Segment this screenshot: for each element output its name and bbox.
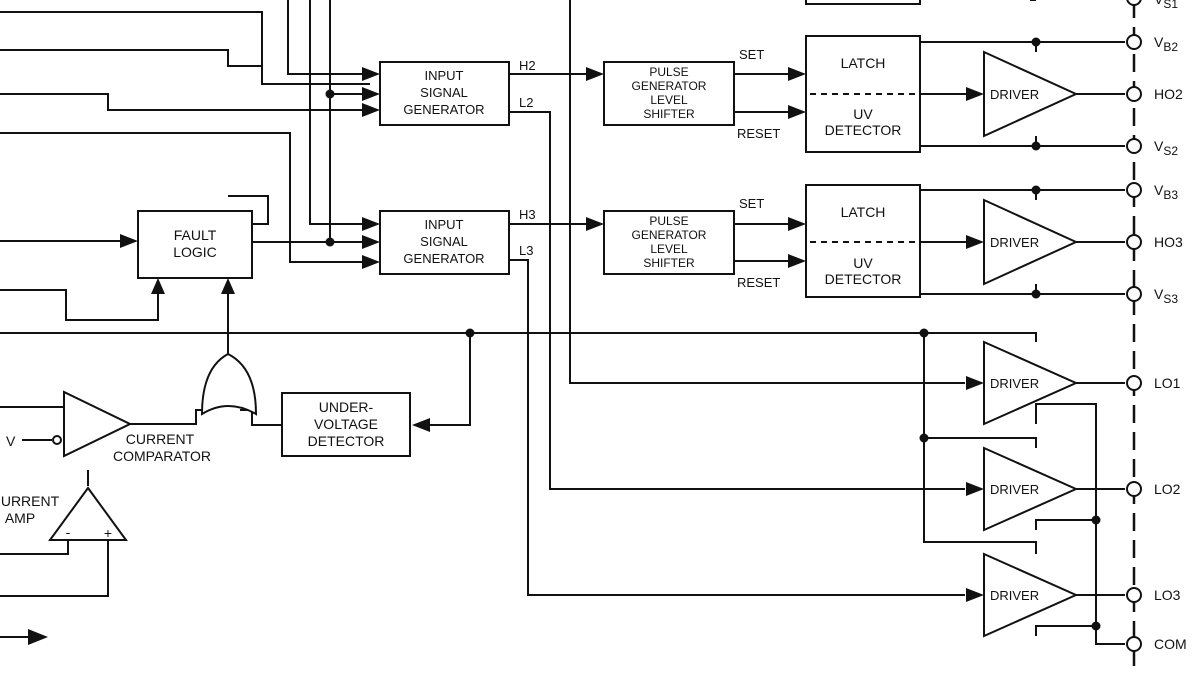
svg-text:LO2: LO2 xyxy=(1154,481,1181,497)
svg-text:H2: H2 xyxy=(519,58,536,73)
svg-text:UNDER-: UNDER- xyxy=(319,399,374,415)
svg-text:GENERATOR: GENERATOR xyxy=(632,79,707,93)
svg-text:DRIVER: DRIVER xyxy=(990,588,1039,603)
svg-text:VB2: VB2 xyxy=(1154,34,1178,54)
svg-text:PULSE: PULSE xyxy=(649,65,688,79)
svg-text:LEVEL: LEVEL xyxy=(650,93,688,107)
svg-text:L3: L3 xyxy=(519,243,533,258)
latch-uv-detector-2: LATCH UV DETECTOR xyxy=(805,35,921,153)
junction-dots xyxy=(325,37,1101,631)
pins: VS1 VB2 HO2 VS2 VB3 HO3 VS3 LO1 xyxy=(1126,0,1187,652)
svg-text:LEVEL: LEVEL xyxy=(650,242,688,256)
top-partial-box xyxy=(805,0,921,5)
svg-text:SIGNAL: SIGNAL xyxy=(420,85,468,100)
svg-text:UV: UV xyxy=(853,255,873,271)
svg-text:COMPARATOR: COMPARATOR xyxy=(113,448,211,464)
svg-text:SET: SET xyxy=(739,196,764,211)
svg-text:SIGNAL: SIGNAL xyxy=(420,234,468,249)
svg-text:GENERATOR: GENERATOR xyxy=(632,228,707,242)
svg-text:+: + xyxy=(104,525,112,541)
svg-text:LO1: LO1 xyxy=(1154,375,1181,391)
driver-ho2: DRIVER xyxy=(983,50,1079,138)
driver-lo1: DRIVER xyxy=(983,340,1079,426)
arrow-heads xyxy=(28,67,984,645)
svg-text:VB3: VB3 xyxy=(1154,182,1178,202)
svg-text:FAULT: FAULT xyxy=(174,227,217,243)
driver-lo2: DRIVER xyxy=(983,446,1079,532)
latch-uv-detector-3: LATCH UV DETECTOR xyxy=(805,184,921,298)
pin-ho3[interactable]: HO3 xyxy=(1126,234,1183,250)
pin-vs1[interactable]: VS1 xyxy=(1126,0,1178,11)
svg-text:LO3: LO3 xyxy=(1154,587,1181,603)
svg-text:DETECTOR: DETECTOR xyxy=(825,271,902,287)
svg-text:VS2: VS2 xyxy=(1154,138,1178,158)
signal-labels: H2 L2 H3 L3 SET RESET SET RESET xyxy=(519,47,780,290)
pin-lo3[interactable]: LO3 xyxy=(1126,587,1181,603)
svg-text:HO2: HO2 xyxy=(1154,86,1183,102)
fault-logic: FAULT LOGIC xyxy=(137,210,253,279)
pin-vb2[interactable]: VB2 xyxy=(1126,34,1178,54)
svg-text:LATCH: LATCH xyxy=(841,204,886,220)
driver-ho3: DRIVER xyxy=(983,198,1079,286)
pin-vs2[interactable]: VS2 xyxy=(1126,138,1178,158)
svg-text:URRENT: URRENT xyxy=(1,493,60,509)
pin-vb3[interactable]: VB3 xyxy=(1126,182,1178,202)
current-amp: URRENT AMP - + xyxy=(1,486,128,541)
svg-text:DRIVER: DRIVER xyxy=(990,482,1039,497)
driver-lo3: DRIVER xyxy=(983,552,1079,638)
current-comparator: V CURRENT COMPARATOR xyxy=(6,390,211,464)
svg-text:PULSE: PULSE xyxy=(649,214,688,228)
svg-text:GENERATOR: GENERATOR xyxy=(403,102,484,117)
svg-text:LATCH: LATCH xyxy=(841,55,886,71)
svg-text:DETECTOR: DETECTOR xyxy=(825,122,902,138)
svg-text:HO3: HO3 xyxy=(1154,234,1183,250)
svg-text:VS1: VS1 xyxy=(1154,0,1178,11)
svg-text:SHIFTER: SHIFTER xyxy=(643,107,695,121)
svg-text:-: - xyxy=(66,524,71,540)
pin-vs3[interactable]: VS3 xyxy=(1126,286,1178,306)
svg-text:AMP: AMP xyxy=(5,510,35,526)
svg-text:LOGIC: LOGIC xyxy=(173,244,217,260)
svg-text:SET: SET xyxy=(739,47,764,62)
pin-lo2[interactable]: LO2 xyxy=(1126,481,1181,497)
svg-text:DRIVER: DRIVER xyxy=(990,235,1039,250)
svg-text:DRIVER: DRIVER xyxy=(990,87,1039,102)
svg-text:INPUT: INPUT xyxy=(425,217,464,232)
wires xyxy=(0,0,1125,645)
svg-text:DRIVER: DRIVER xyxy=(990,376,1039,391)
svg-text:UV: UV xyxy=(853,106,873,122)
under-voltage-detector: UNDER- VOLTAGE DETECTOR xyxy=(281,392,411,457)
svg-text:RESET: RESET xyxy=(737,275,780,290)
svg-text:CURRENT: CURRENT xyxy=(126,431,195,447)
svg-text:H3: H3 xyxy=(519,207,536,222)
pulse-generator-level-shifter-2: PULSE GENERATOR LEVEL SHIFTER xyxy=(603,61,735,126)
svg-text:V: V xyxy=(6,433,16,449)
svg-text:RESET: RESET xyxy=(737,126,780,141)
svg-text:COM: COM xyxy=(1154,636,1187,652)
svg-text:SHIFTER: SHIFTER xyxy=(643,256,695,270)
svg-text:L2: L2 xyxy=(519,95,533,110)
pin-ho2[interactable]: HO2 xyxy=(1126,86,1183,102)
svg-text:VS3: VS3 xyxy=(1154,286,1178,306)
svg-text:DETECTOR: DETECTOR xyxy=(308,433,385,449)
or-gate xyxy=(200,352,258,416)
input-signal-generator-2: INPUT SIGNAL GENERATOR xyxy=(379,61,510,126)
pulse-generator-level-shifter-3: PULSE GENERATOR LEVEL SHIFTER xyxy=(603,210,735,275)
pin-com[interactable]: COM xyxy=(1126,636,1187,652)
svg-text:VOLTAGE: VOLTAGE xyxy=(314,416,378,432)
svg-text:GENERATOR: GENERATOR xyxy=(403,251,484,266)
input-signal-generator-3: INPUT SIGNAL GENERATOR xyxy=(379,210,510,275)
pin-lo1[interactable]: LO1 xyxy=(1126,375,1181,391)
svg-text:INPUT: INPUT xyxy=(425,68,464,83)
